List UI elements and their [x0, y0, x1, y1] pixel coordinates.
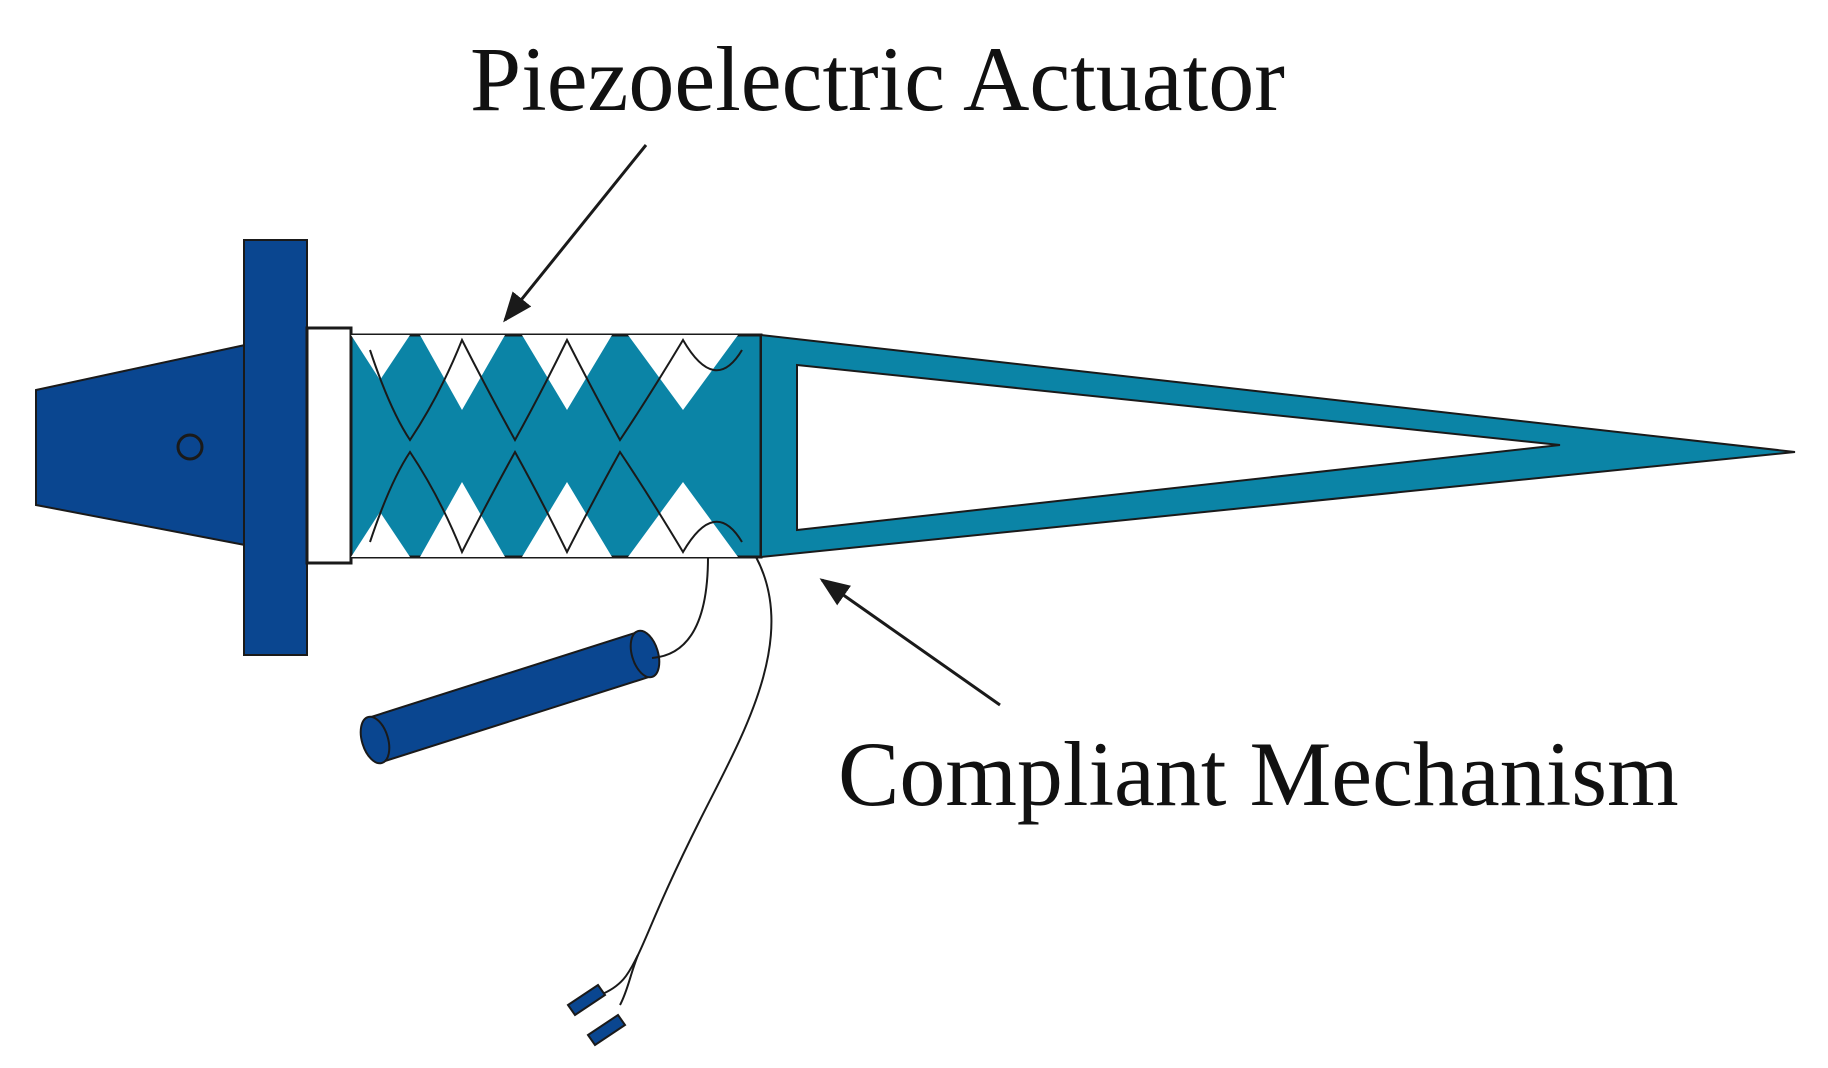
- handle-body: [35, 343, 246, 547]
- piezo-label: Piezoelectric Actuator: [470, 28, 1285, 130]
- handle-flange: [243, 239, 308, 656]
- compliant-arrow: [819, 578, 1001, 707]
- lead-wire-a: [599, 556, 773, 996]
- compliant-horn-cutout: [796, 363, 1561, 532]
- battery-wire: [651, 556, 709, 659]
- piezo-arrow: [503, 144, 648, 323]
- compliant-label: Compliant Mechanism: [838, 723, 1679, 825]
- lead-wire-b: [619, 954, 639, 1006]
- piezo-stack: [349, 333, 763, 559]
- handle-screw-hole: [176, 433, 204, 461]
- lead-connector-a: [566, 983, 607, 1017]
- battery-cylinder: [359, 629, 661, 765]
- lead-connector-b: [586, 1013, 627, 1047]
- collar: [305, 326, 353, 565]
